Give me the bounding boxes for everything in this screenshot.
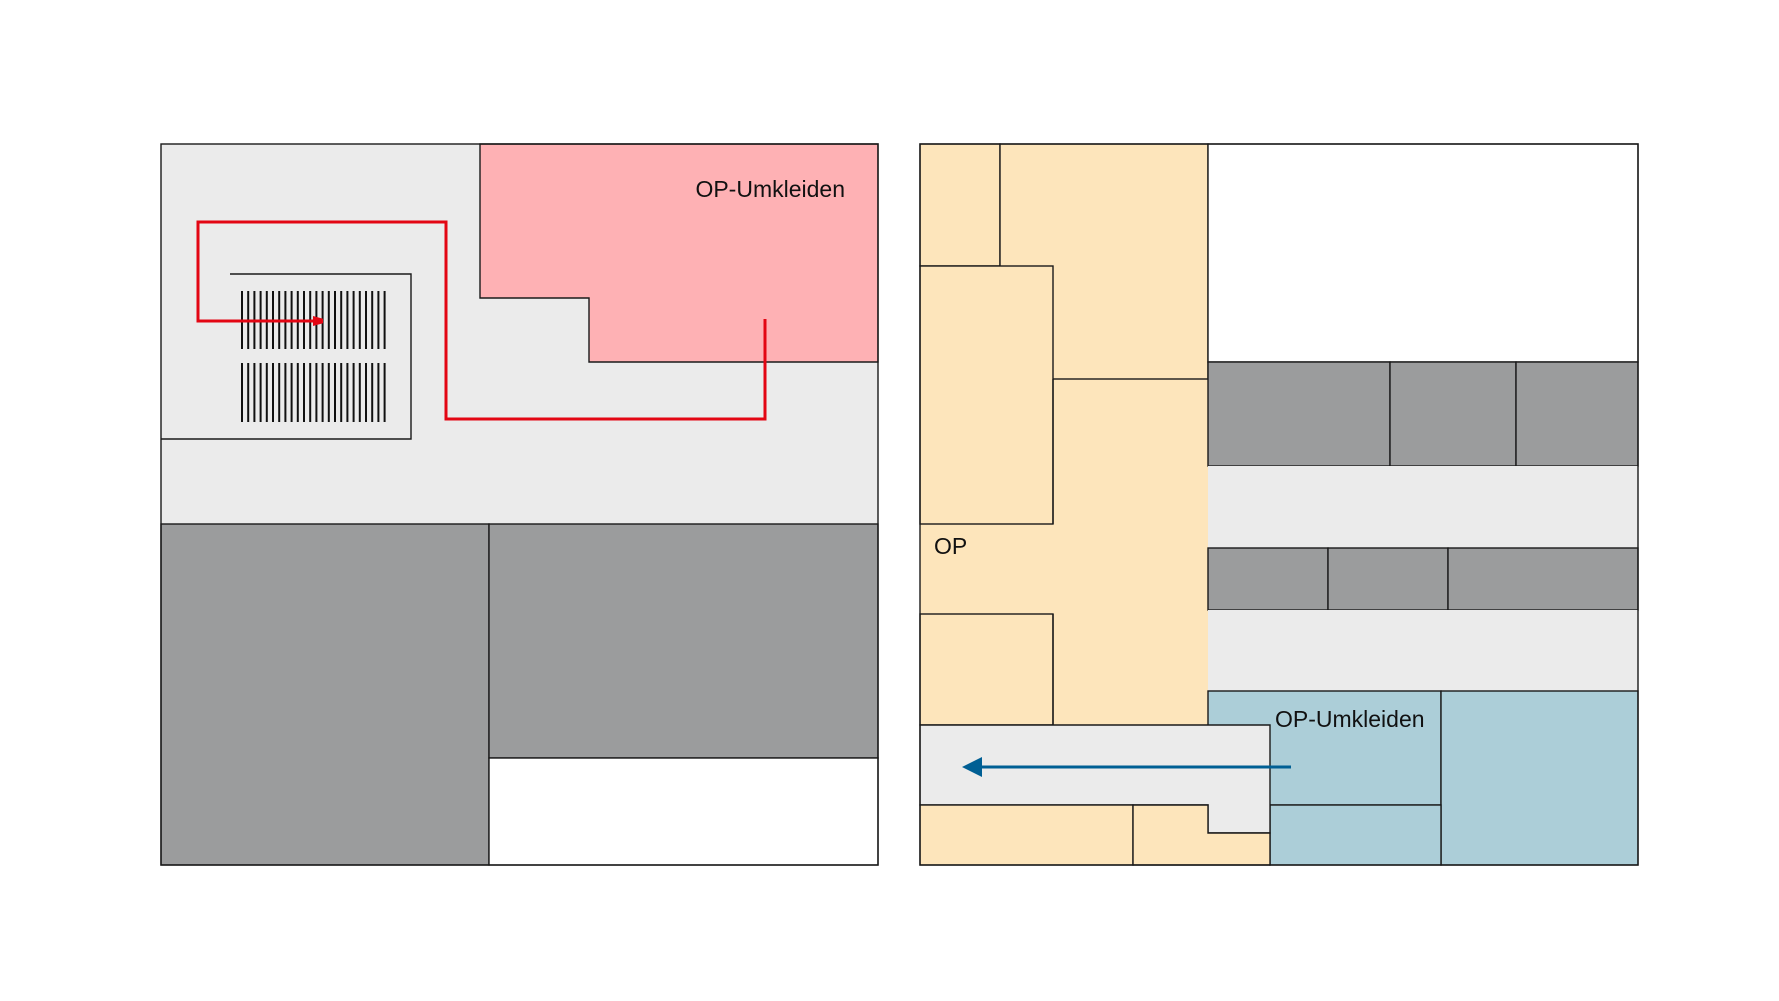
op-room-5: [919, 804, 1134, 866]
right-service-room-4: [1207, 547, 1329, 611]
right-changing-room-3: [1269, 804, 1442, 866]
left-floor-plan: OP-Umkleiden: [160, 143, 879, 866]
right-service-room-3: [1515, 361, 1639, 467]
right-service-room-2: [1389, 361, 1517, 467]
right-service-room-1: [1207, 361, 1391, 467]
right-blank-room: [1207, 143, 1639, 363]
left-plan-outline: [160, 143, 879, 866]
right-changing-room-2: [1440, 690, 1639, 866]
right-floor-plan: OP OP-Umkleiden: [919, 143, 1639, 866]
right-operating-label: OP: [934, 533, 967, 559]
left-service-room-a: [160, 523, 490, 866]
right-service-room-6: [1447, 547, 1639, 611]
left-service-room-b: [488, 523, 879, 759]
red-route-arrow: [196, 220, 767, 421]
right-plan-outline: [919, 143, 1639, 866]
right-changing-rooms-label: OP-Umkleiden: [1275, 706, 1425, 732]
op-room-4: [919, 613, 1054, 726]
right-service-room-5: [1327, 547, 1449, 611]
op-room-1: [919, 143, 1001, 267]
right-corridor-1: [1208, 466, 1638, 548]
blue-route-arrow: [962, 757, 1291, 777]
op-room-3: [919, 265, 1054, 525]
right-corridor-2: [1208, 610, 1638, 691]
left-blank-room: [488, 757, 879, 866]
left-changing-rooms-label: OP-Umkleiden: [695, 176, 845, 202]
